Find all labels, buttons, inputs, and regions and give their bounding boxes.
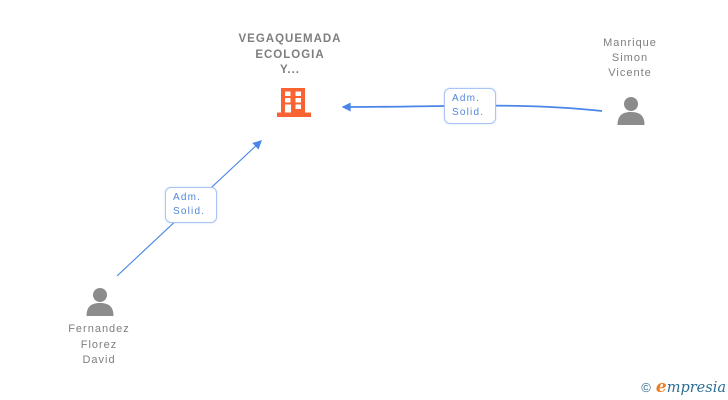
person-name-line: Manrique: [603, 37, 657, 49]
person-name-line: Vicente: [608, 67, 652, 79]
brand-name: mpresia: [666, 380, 726, 396]
company-name-line: Y...: [280, 64, 300, 76]
edge-label-line: Solid.: [452, 107, 485, 118]
empresia-logo[interactable]: © e mpresia: [641, 377, 726, 397]
company-name-line: ECOLOGIA: [255, 48, 325, 61]
building-icon[interactable]: [275, 85, 313, 118]
person-name-line: Fernandez: [68, 323, 130, 335]
person-name-line: David: [82, 354, 116, 366]
brand-initial: e: [655, 377, 667, 397]
person-name-line: Simon: [611, 52, 649, 64]
edge-label-fernandez-adm-solid[interactable]: Adm. Solid.: [165, 187, 217, 223]
edge-label-line: Adm.: [452, 92, 481, 104]
edge-label-line: Solid.: [173, 206, 206, 217]
person-icon[interactable]: [85, 288, 115, 316]
company-name-line: VEGAQUEMADA: [238, 33, 342, 45]
person-name-label-fernandez: Fernandez Florez David: [37, 322, 161, 369]
edge-label-manrique-adm-solid[interactable]: Adm. Solid.: [444, 88, 496, 124]
company-name-label: VEGAQUEMADA ECOLOGIA Y...: [190, 32, 390, 79]
person-icon[interactable]: [616, 97, 646, 125]
copyright-icon: ©: [641, 380, 651, 395]
person-name-line: Florez: [80, 338, 118, 351]
person-name-label-manrique: Manrique Simon Vicente: [568, 36, 692, 81]
edge-label-line: Adm.: [173, 191, 202, 203]
